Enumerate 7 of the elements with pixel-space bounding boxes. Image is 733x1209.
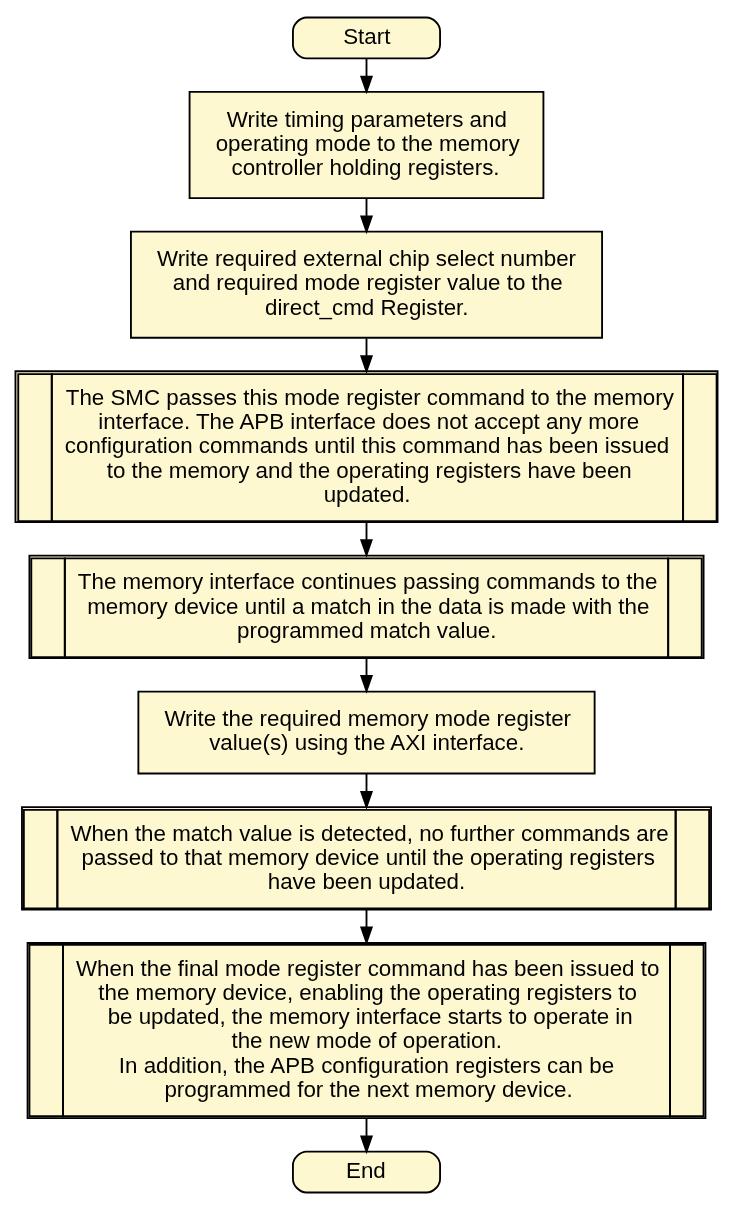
arrow bbox=[359, 196, 374, 234]
node-box: End bbox=[292, 1150, 441, 1193]
node-box: Write required external chip select number and required mode register value to the direct_cmd Register. bbox=[130, 230, 603, 339]
node-box: Start bbox=[292, 16, 441, 59]
node-box: Write timing parameters and operating mode to the memory controller holding registers. bbox=[188, 90, 545, 199]
node-box: Write the required memory mode register value(s) using the AXI interface. bbox=[137, 690, 596, 774]
arrow bbox=[359, 772, 374, 810]
